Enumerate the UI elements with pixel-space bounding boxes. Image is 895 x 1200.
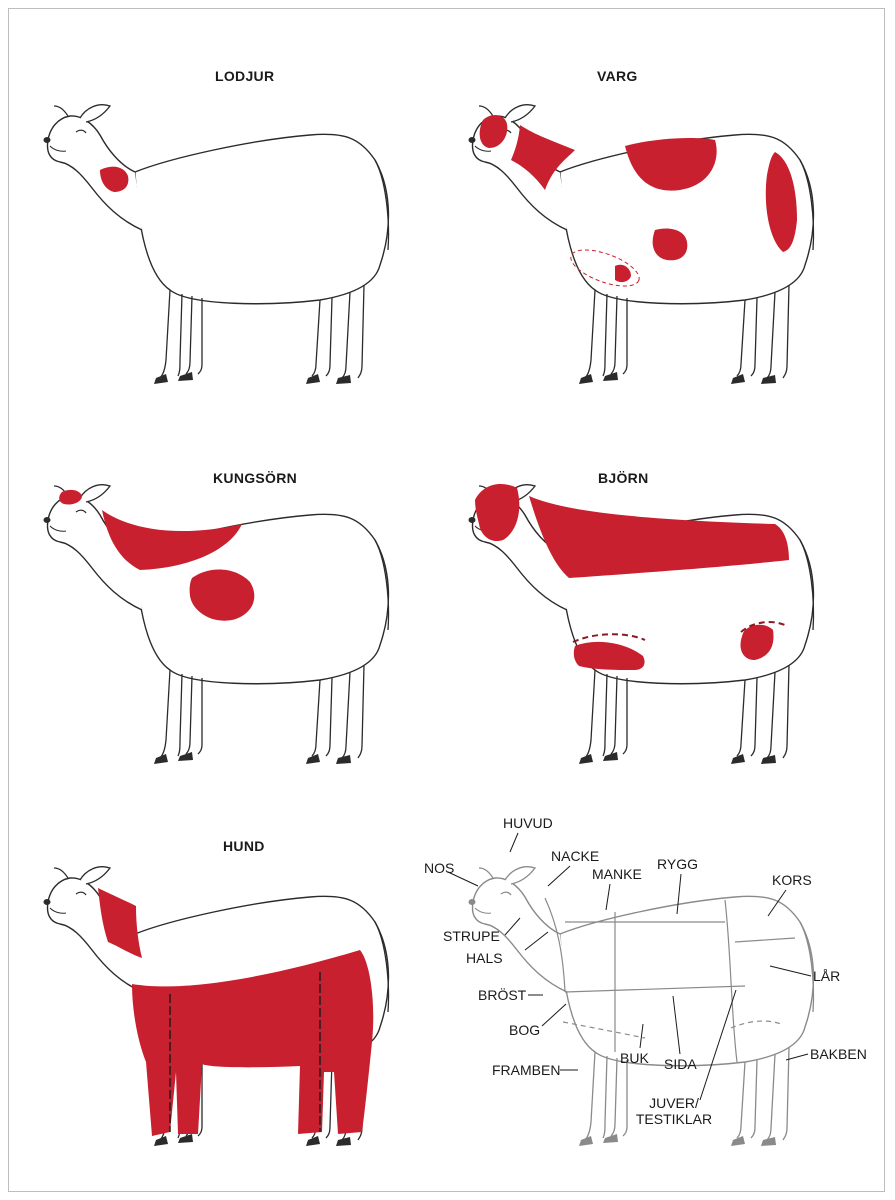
leader-lines — [0, 0, 895, 1200]
